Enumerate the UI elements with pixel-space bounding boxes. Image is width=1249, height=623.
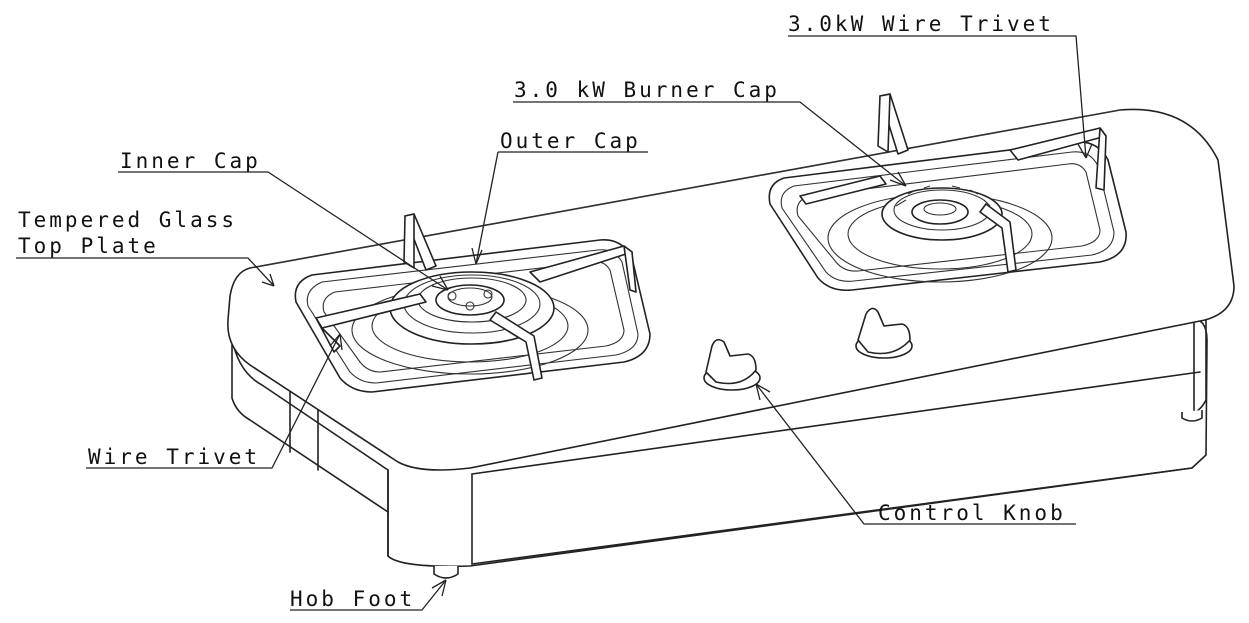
hob-foot — [433, 410, 1203, 579]
label-inner-cap: Inner Cap — [120, 149, 261, 173]
left-burner — [294, 213, 651, 393]
control-knob-left — [703, 338, 761, 391]
right-burner — [768, 93, 1127, 292]
labels: 3.0kW Wire Trivet 3.0 kW Burner Cap Oute… — [18, 12, 1066, 611]
label-control-knob: Control Knob — [878, 501, 1066, 525]
control-knob-right — [855, 307, 913, 359]
label-3kw-wire-trivet: 3.0kW Wire Trivet — [788, 12, 1054, 36]
label-hob-foot: Hob Foot — [290, 587, 415, 611]
label-wire-trivet: Wire Trivet — [88, 445, 260, 469]
label-tempered-glass: Tempered Glass — [18, 208, 237, 232]
leader-lines — [16, 35, 1093, 611]
label-3kw-burner-cap: 3.0 kW Burner Cap — [514, 78, 780, 102]
label-top-plate: Top Plate — [18, 234, 159, 258]
label-outer-cap: Outer Cap — [500, 129, 641, 153]
